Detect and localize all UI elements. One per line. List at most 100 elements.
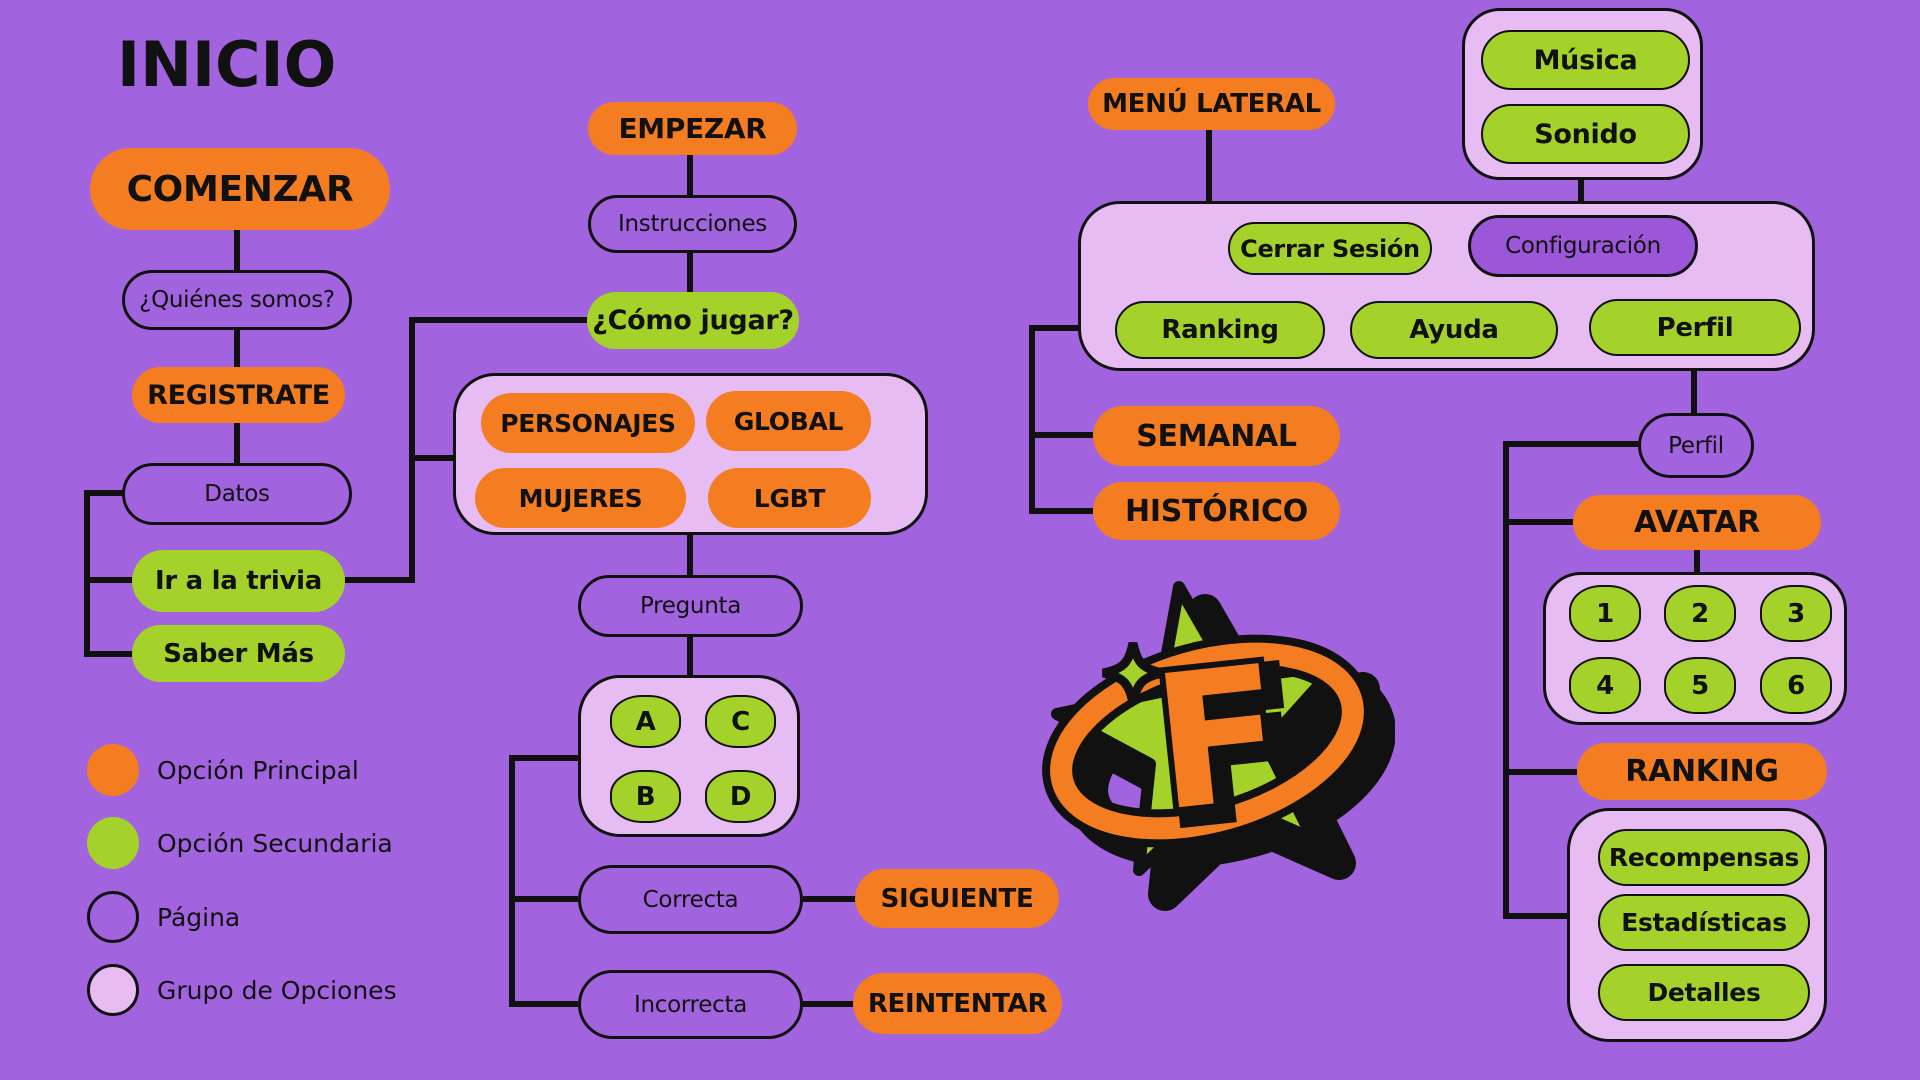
group-avatars: 1 2 3 4 5 6 (1543, 572, 1847, 725)
node-lgbt: LGBT (708, 468, 871, 528)
node-comenzar: COMENZAR (90, 148, 390, 230)
connector-line (1503, 441, 1638, 447)
connector-line (84, 577, 134, 583)
connector-line (803, 1001, 855, 1007)
node-global: GLOBAL (706, 391, 871, 451)
node-perfil-page: Perfil (1638, 413, 1754, 478)
node-siguiente: SIGUIENTE (855, 869, 1059, 928)
legend-item-pagina: Página (87, 891, 240, 943)
connector-line (687, 637, 693, 677)
app-logo-star: F F (1042, 581, 1395, 911)
connector-line (687, 253, 693, 292)
logo-ring (1050, 642, 1364, 840)
node-como-jugar: ¿Cómo jugar? (587, 292, 799, 349)
node-saber-mas: Saber Más (132, 625, 345, 682)
connector-line (409, 455, 455, 461)
connector-line (409, 317, 415, 583)
node-historico: HISTÓRICO (1093, 482, 1340, 540)
connector-line (1503, 913, 1567, 919)
node-ranking-menu: Ranking (1115, 301, 1325, 359)
connector-line (84, 490, 124, 496)
node-personajes: PERSONAJES (481, 393, 695, 453)
node-perfil-menu: Perfil (1589, 299, 1801, 356)
node-ayuda: Ayuda (1350, 301, 1558, 359)
connector-line (509, 1001, 578, 1007)
node-answer-d: D (705, 770, 776, 823)
connector-line (687, 535, 693, 577)
legend-label: Opción Secundaria (157, 828, 393, 858)
connector-line (803, 896, 857, 902)
legend-item-grupo: Grupo de Opciones (87, 964, 397, 1016)
connector-line (687, 155, 693, 197)
node-avatar-2: 2 (1664, 585, 1736, 642)
legend-green-dot-icon (87, 817, 139, 869)
group-respuestas: A C B D (578, 675, 800, 837)
node-quienes-somos: ¿Quiénes somos? (122, 270, 352, 330)
node-correcta: Correcta (578, 865, 803, 934)
connector-line (345, 577, 415, 583)
legend-item-secundaria: Opción Secundaria (87, 817, 393, 869)
node-reintentar: REINTENTAR (853, 973, 1062, 1034)
connector-line (1029, 325, 1035, 514)
group-perfil-opciones: Recompensas Estadísticas Detalles (1567, 808, 1827, 1042)
node-avatar-4: 4 (1569, 657, 1641, 714)
connector-line (1691, 353, 1697, 413)
node-empezar: EMPEZAR (588, 102, 797, 155)
legend-label: Opción Principal (157, 755, 359, 785)
group-menu-opciones: Cerrar Sesión Configuración Ranking Ayud… (1078, 201, 1815, 371)
connector-line (234, 330, 240, 368)
node-answer-b: B (610, 770, 681, 823)
node-sonido: Sonido (1481, 104, 1690, 164)
connector-line (1503, 519, 1573, 525)
node-avatar-3: 3 (1760, 585, 1832, 642)
node-avatar-5: 5 (1664, 657, 1736, 714)
node-ranking-page: RANKING (1577, 743, 1827, 800)
group-categorias: PERSONAJES GLOBAL MUJERES LGBT (453, 373, 928, 535)
page-title: INICIO (117, 28, 337, 101)
node-instrucciones: Instrucciones (588, 195, 797, 253)
connector-line (1029, 325, 1078, 331)
node-mujeres: MUJERES (475, 468, 686, 528)
connector-line (509, 896, 578, 902)
connector-line (84, 651, 134, 657)
node-avatar-1: 1 (1569, 585, 1641, 642)
legend-label: Grupo de Opciones (157, 975, 397, 1005)
node-incorrecta: Incorrecta (578, 970, 803, 1039)
node-recompensas: Recompensas (1598, 829, 1810, 886)
connector-line (234, 230, 240, 272)
node-estadisticas: Estadísticas (1598, 894, 1810, 951)
node-musica: Música (1481, 30, 1690, 90)
connector-line (509, 755, 515, 1007)
legend-outline-dot-icon (87, 891, 139, 943)
connector-line (1029, 432, 1093, 438)
connector-line (1206, 130, 1212, 202)
group-audio: Música Sonido (1462, 8, 1703, 180)
node-configuracion: Configuración (1468, 215, 1698, 277)
node-registrate: REGISTRATE (132, 367, 345, 423)
legend-pink-dot-icon (87, 964, 139, 1016)
connector-line (1578, 178, 1584, 214)
node-datos: Datos (122, 463, 352, 525)
node-semanal: SEMANAL (1093, 406, 1340, 466)
node-avatar: AVATAR (1573, 495, 1821, 550)
node-ir-a-la-trivia: Ir a la trivia (132, 550, 345, 612)
legend-orange-dot-icon (87, 744, 139, 796)
connector-line (409, 317, 589, 323)
node-answer-a: A (610, 695, 681, 748)
node-pregunta: Pregunta (578, 575, 803, 637)
connector-line (84, 490, 90, 657)
node-detalles: Detalles (1598, 964, 1810, 1021)
legend-item-principal: Opción Principal (87, 744, 359, 796)
legend-label: Página (157, 902, 241, 932)
connector-line (1694, 550, 1700, 574)
node-menu-lateral: MENÚ LATERAL (1088, 78, 1335, 130)
connector-line (509, 755, 578, 761)
logo-letter: F (1144, 625, 1292, 853)
connector-line (234, 423, 240, 465)
connector-line (1029, 508, 1093, 514)
node-cerrar-sesion: Cerrar Sesión (1228, 222, 1432, 275)
connector-line (1503, 441, 1509, 919)
node-avatar-6: 6 (1760, 657, 1832, 714)
node-answer-c: C (705, 695, 776, 748)
